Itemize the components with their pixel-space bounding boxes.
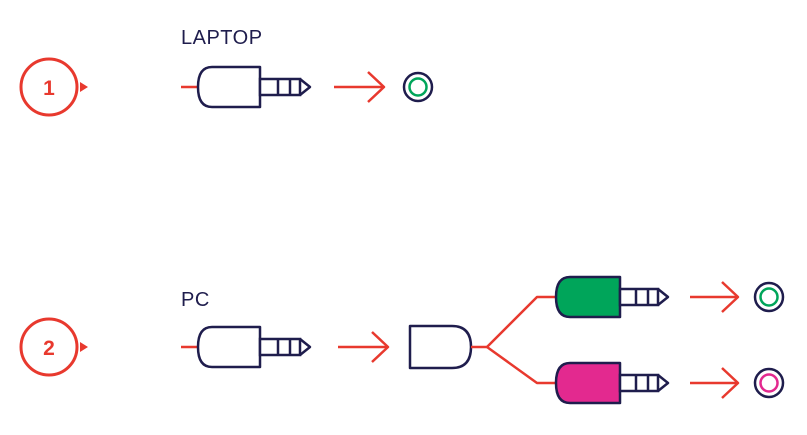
arrow-right-icon xyxy=(690,367,740,399)
green-plug-icon xyxy=(554,275,670,319)
arrow-right-icon xyxy=(690,281,740,313)
step-2-pointer-icon xyxy=(80,342,88,352)
step-1-circle xyxy=(19,57,79,117)
arrow-right-icon xyxy=(334,71,386,103)
step-2-badge: 2 xyxy=(19,317,88,377)
step-1-badge: 1 xyxy=(19,57,88,117)
step-2-circle xyxy=(19,317,79,377)
pink-plug-icon xyxy=(554,361,670,405)
step-2-label: PC xyxy=(181,289,210,311)
laptop-plug-icon xyxy=(181,65,312,109)
step-1-pointer-icon xyxy=(80,82,88,92)
pink-jack-icon xyxy=(753,367,785,399)
green-jack-icon xyxy=(753,281,785,313)
splitter-adapter-icon xyxy=(408,324,473,370)
green-jack-icon xyxy=(402,71,434,103)
step-2-number: 2 xyxy=(43,337,55,360)
arrow-right-icon xyxy=(338,331,390,363)
step-1-number: 1 xyxy=(43,77,55,100)
splitter-cables xyxy=(471,295,556,385)
pc-plug-icon xyxy=(181,325,312,369)
step-1-label: LAPTOP xyxy=(181,27,263,49)
